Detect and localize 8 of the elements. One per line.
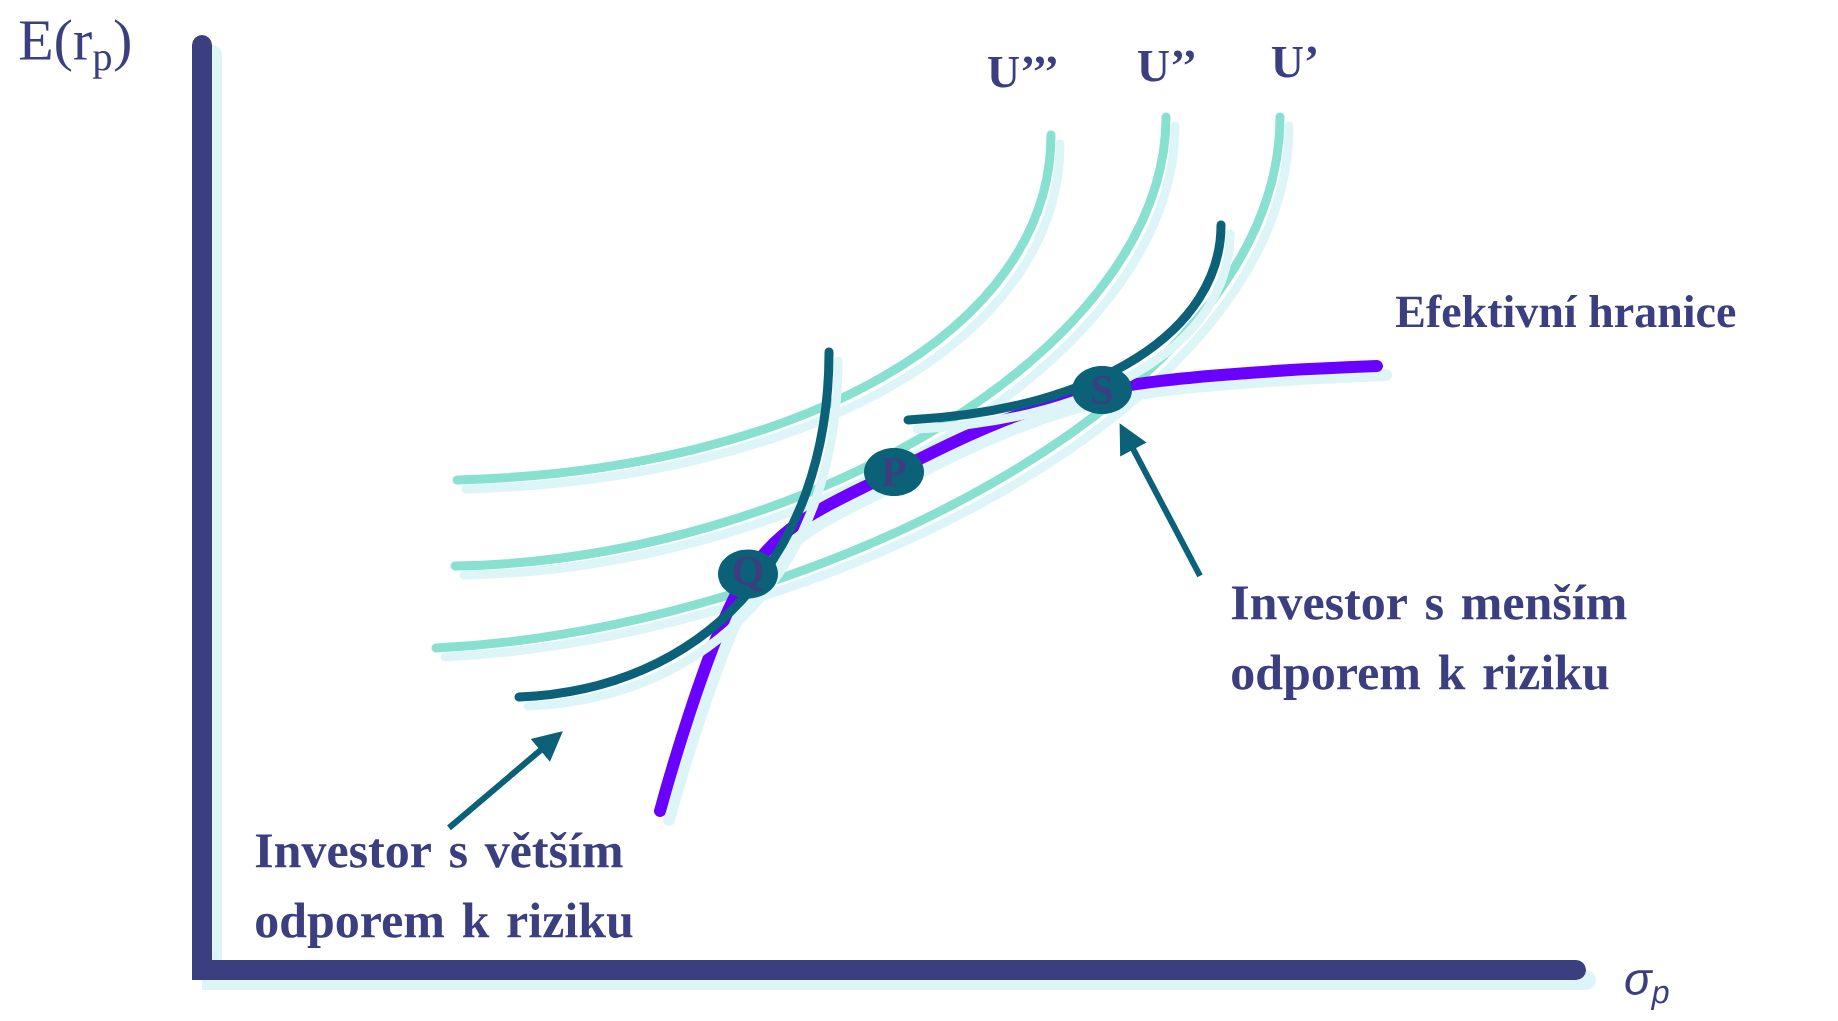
curve-label: U’’’ (988, 56, 1056, 88)
axis-label: σ$_{p}$ (1625, 970, 1669, 1010)
curve-label: U’’ (1137, 50, 1194, 82)
annotation-text: Investor s menším odporem k riziku (1231, 584, 1627, 700)
curve-label: Efektivní hranice (1396, 294, 1736, 328)
annotation-text: Investor s větším odporem k riziku (255, 832, 633, 948)
curve-label: U’ (1271, 46, 1316, 78)
axis-label: E(r$_{p}$) (19, 19, 130, 79)
